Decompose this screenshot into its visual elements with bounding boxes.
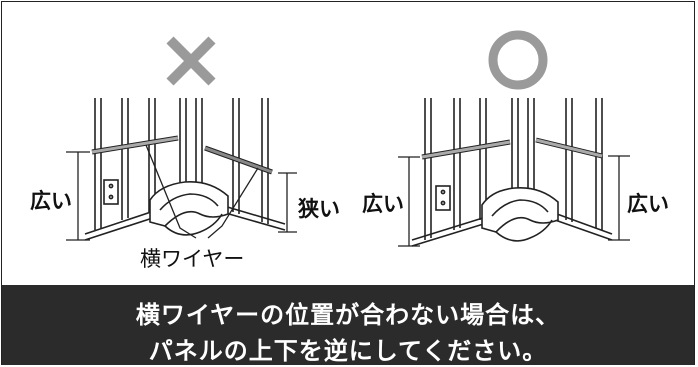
- horizontal-wire-misaligned: [91, 135, 273, 175]
- instruction-line-2: パネルの上下を逆にしてください。: [148, 337, 548, 365]
- wide-dimension-right-correct: [608, 155, 630, 241]
- correct-fence-illustration: [411, 98, 613, 247]
- narrow-dimension-right: [278, 172, 297, 233]
- wrong-fence-illustration: [84, 98, 286, 241]
- wide-dimension-left-correct: [398, 156, 420, 247]
- wire-callout-label: 横ワイヤー: [140, 247, 245, 271]
- wide-dimension-left: [66, 151, 90, 241]
- correct-right-label: 広い: [627, 192, 669, 216]
- wrong-right-label: 狭い: [298, 197, 340, 221]
- wrong-left-label: 広い: [30, 189, 72, 213]
- correct-left-label: 広い: [362, 192, 404, 216]
- horizontal-wire-aligned: [421, 137, 603, 160]
- circle-mark-icon: [488, 30, 548, 90]
- instruction-line-1: 横ワイヤーの位置が合わない場合は、: [135, 301, 561, 329]
- callout-lines: [145, 144, 259, 239]
- cross-mark-icon: [166, 36, 216, 86]
- instruction-banner: 横ワイヤーの位置が合わない場合は、 パネルの上下を逆にしてください。: [2, 285, 694, 365]
